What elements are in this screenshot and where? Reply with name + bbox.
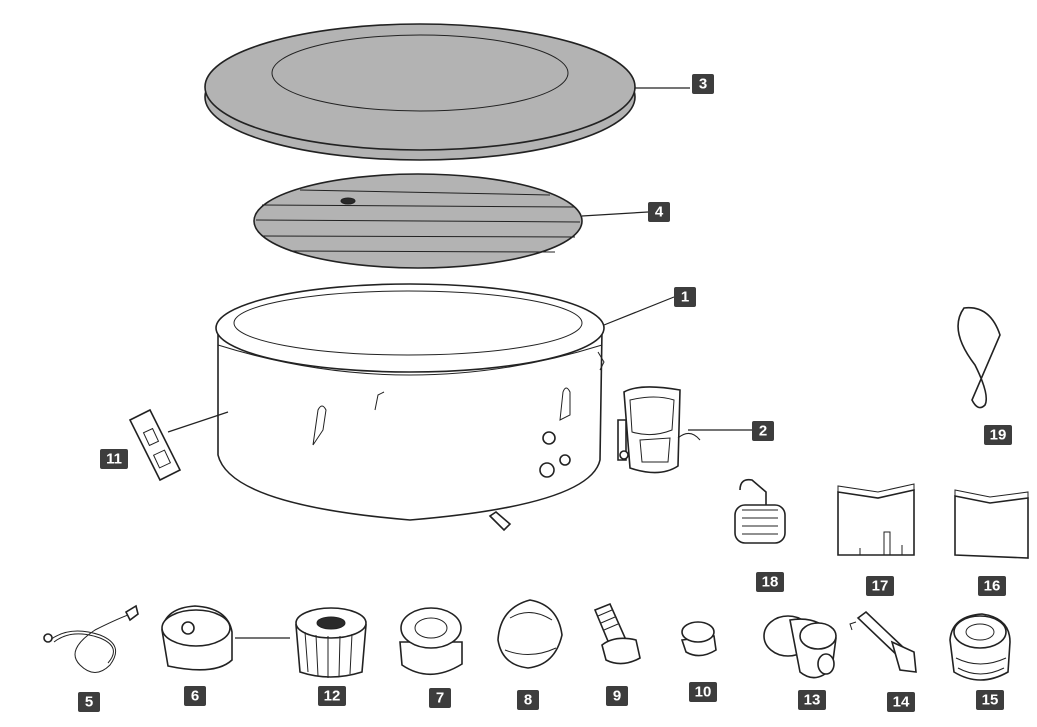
badge-9: 9 bbox=[606, 686, 628, 706]
hose-drawing bbox=[43, 604, 139, 673]
badge-5: 5 bbox=[78, 692, 100, 712]
badge-7: 7 bbox=[429, 688, 451, 708]
badge-5-label: 5 bbox=[85, 694, 93, 711]
badge-14: 14 bbox=[887, 692, 915, 712]
filter-cap-drawing bbox=[399, 607, 463, 675]
badge-15: 15 bbox=[976, 690, 1004, 710]
spa-tub-drawing bbox=[215, 283, 605, 532]
badge-6-label: 6 bbox=[191, 688, 199, 705]
strap-drawing bbox=[957, 306, 1001, 409]
ground-cloth-slotted-drawing bbox=[837, 483, 915, 556]
filter-cartridge-drawing bbox=[295, 607, 367, 678]
badge-14-label: 14 bbox=[893, 694, 910, 711]
leader-line-1 bbox=[603, 296, 675, 326]
badge-11-label: 11 bbox=[106, 451, 122, 468]
badge-15-label: 15 bbox=[982, 692, 999, 709]
badge-4-label: 4 bbox=[655, 204, 664, 221]
badge-19-label: 19 bbox=[990, 427, 1007, 444]
ground-cloth-drawing bbox=[954, 489, 1029, 559]
badge-16-label: 16 bbox=[984, 578, 1001, 595]
dispenser-drawing bbox=[734, 478, 786, 544]
air-valve-drawing bbox=[949, 613, 1011, 681]
badge-3-label: 3 bbox=[699, 76, 707, 93]
filter-wrench-drawing bbox=[497, 599, 563, 669]
badge-17: 17 bbox=[866, 576, 894, 596]
inlet-connector-drawing bbox=[763, 615, 837, 679]
badge-12-label: 12 bbox=[324, 688, 341, 705]
badge-8-label: 8 bbox=[524, 692, 532, 709]
drain-cap-drawing bbox=[680, 621, 717, 657]
badge-19: 19 bbox=[984, 425, 1012, 445]
pump-drawing bbox=[617, 386, 701, 474]
badge-16: 16 bbox=[978, 576, 1006, 596]
badge-2-label: 2 bbox=[759, 423, 767, 440]
badge-8: 8 bbox=[517, 690, 539, 710]
badge-10: 10 bbox=[689, 682, 717, 702]
badge-18: 18 bbox=[756, 572, 784, 592]
filter-housing-drawing bbox=[161, 605, 233, 671]
badge-3: 3 bbox=[692, 74, 714, 94]
badge-1: 1 bbox=[674, 287, 696, 307]
badge-10-label: 10 bbox=[695, 684, 712, 701]
badge-13-label: 13 bbox=[804, 692, 821, 709]
badge-9-label: 9 bbox=[613, 688, 621, 705]
leader-line-11 bbox=[167, 411, 229, 433]
leader-line-4 bbox=[581, 211, 649, 217]
buckle-drawing bbox=[128, 408, 182, 482]
badge-18-label: 18 bbox=[762, 574, 779, 591]
badge-7-label: 7 bbox=[436, 690, 444, 707]
valve-tool-drawing bbox=[849, 610, 917, 673]
badge-6: 6 bbox=[184, 686, 206, 706]
badge-4: 4 bbox=[648, 202, 670, 222]
bladder-drawing bbox=[253, 173, 583, 269]
badge-12: 12 bbox=[318, 686, 346, 706]
badge-2: 2 bbox=[752, 421, 774, 441]
drain-adapter-drawing bbox=[593, 602, 641, 665]
badge-1-label: 1 bbox=[681, 289, 689, 306]
badge-17-label: 17 bbox=[872, 578, 889, 595]
badge-11: 11 bbox=[100, 449, 128, 469]
badge-13: 13 bbox=[798, 690, 826, 710]
cover-drawing bbox=[204, 23, 636, 161]
